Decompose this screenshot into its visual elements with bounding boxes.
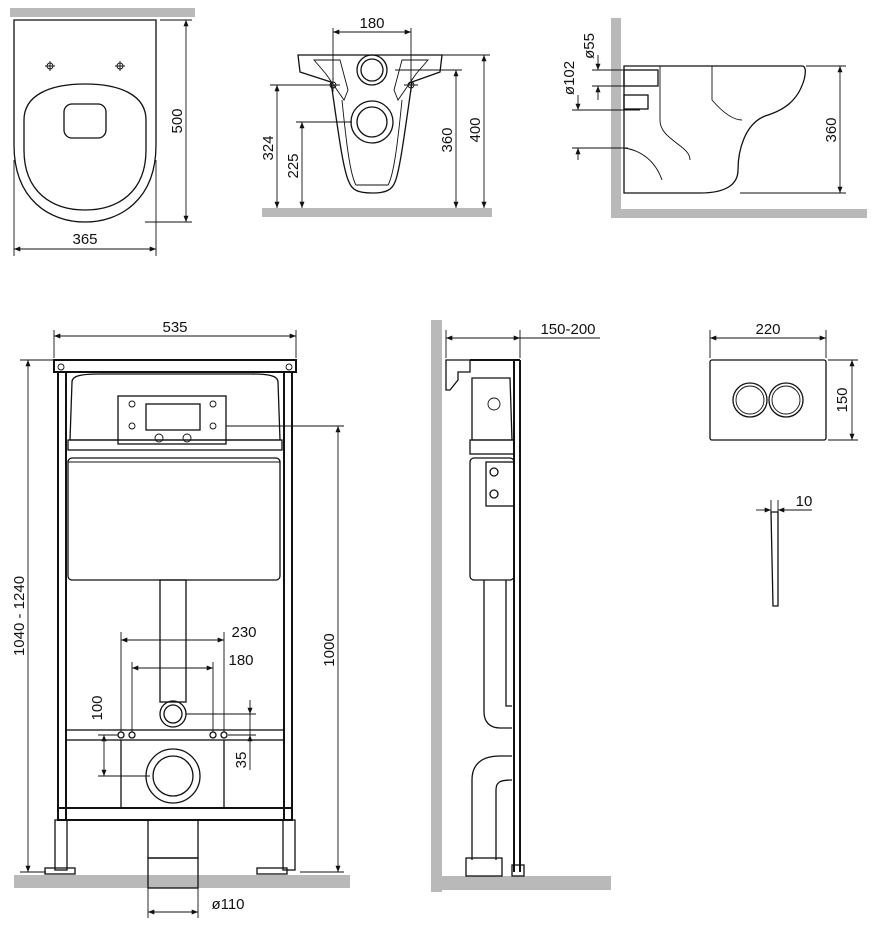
- dim-h-lower: 225: [285, 153, 302, 178]
- bowl-outline: [13, 19, 157, 223]
- flush-button-small: [732, 382, 768, 418]
- side-flush-pipe: [483, 580, 512, 729]
- drain-pipe: [147, 857, 199, 889]
- bowl-side-outline: [623, 65, 806, 194]
- dim-plate-width: 220: [755, 321, 780, 338]
- flush-plate: [709, 359, 827, 441]
- wall-frame-side: [431, 320, 442, 892]
- flush-button-large: [768, 382, 804, 418]
- side-inner-trap: [659, 66, 743, 161]
- outlet-circle: [356, 106, 388, 138]
- side-cistern: [469, 457, 515, 581]
- frame-bottom-rail: [57, 807, 293, 821]
- flush-pipe: [159, 579, 187, 703]
- front-ear-right: [393, 59, 429, 101]
- dim-frame-height-range: 1040 - 1240: [11, 576, 28, 656]
- floor-frame: [14, 875, 350, 888]
- dim-bolt-outer: 230: [231, 624, 256, 641]
- dim-h-total: 400: [467, 117, 484, 142]
- seat-lid-hinge: [63, 103, 107, 139]
- mounting-crossbar: [65, 729, 285, 741]
- seat-outline: [23, 83, 147, 211]
- dim-pipe-diameter: ø110: [211, 896, 244, 913]
- flush-plate-view: 220 150 10: [709, 321, 858, 607]
- drain-outer: [145, 748, 201, 804]
- dim-bolt-inner: 180: [228, 652, 253, 669]
- wall-top: [10, 8, 195, 17]
- dim-plate-height: 150: [834, 387, 851, 412]
- frame-side-view: 150-200: [431, 320, 611, 892]
- side-inlet: [623, 69, 659, 87]
- dim-hole-spacing: 180: [359, 15, 384, 32]
- wall-side: [611, 18, 621, 218]
- dim-side-inlet-diameter: ø55: [581, 33, 598, 59]
- dim-h-inlet: 360: [439, 127, 456, 152]
- cistern-tank: [67, 457, 281, 581]
- leg-right: [282, 819, 296, 871]
- frame-front-view: 535 1040 - 1240 1000 230 180 100 35: [11, 319, 350, 918]
- side-drain-elbow: [471, 755, 513, 860]
- bowl-front-outline: [297, 54, 443, 194]
- dim-vertical-35: 35: [233, 752, 250, 769]
- dim-side-height: 360: [823, 117, 840, 142]
- floor-frame-side: [431, 876, 611, 890]
- dim-side-outlet-diameter: ø102: [561, 61, 578, 95]
- flush-opening: [145, 403, 201, 431]
- dim-vertical-100: 100: [89, 695, 106, 720]
- side-outlet: [623, 94, 649, 110]
- dim-h-upper: 324: [260, 135, 277, 160]
- drain-inner: [152, 755, 194, 797]
- front-inner-trap: [341, 99, 403, 186]
- dim-bowl-width: 365: [72, 231, 97, 248]
- bowl-side-view: ø55 ø102 360: [561, 18, 867, 218]
- side-tank-top: [471, 377, 513, 441]
- floor-front: [262, 208, 492, 217]
- dim-frame-height-tank: 1000: [321, 633, 338, 666]
- floor-side: [611, 209, 867, 218]
- wall-bracket: [445, 359, 471, 391]
- dim-frame-depth: 150-200: [540, 321, 595, 338]
- dim-bowl-depth: 500: [169, 108, 186, 133]
- tank-housing: [69, 373, 281, 441]
- inlet-circle: [360, 58, 384, 82]
- flush-plate-profile: [770, 511, 779, 607]
- dim-plate-thickness: 10: [796, 493, 813, 510]
- frame-top-rail: [53, 359, 297, 373]
- leg-left: [54, 819, 68, 871]
- dim-frame-width: 535: [162, 319, 187, 336]
- front-ear-left: [313, 59, 349, 101]
- bowl-top-view: 500 365: [10, 8, 195, 256]
- flush-mount-frame: [117, 395, 227, 445]
- bowl-front-view: 180 324 225 360 400: [260, 15, 492, 217]
